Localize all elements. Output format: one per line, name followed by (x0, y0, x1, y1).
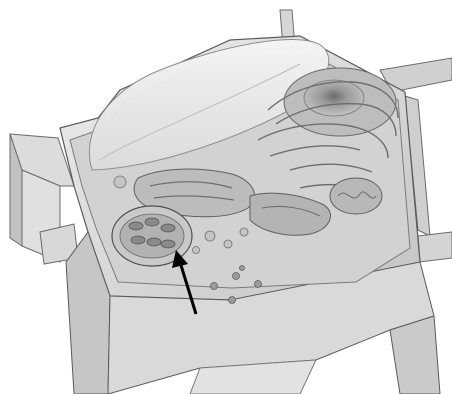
mitochondrion (330, 178, 382, 214)
